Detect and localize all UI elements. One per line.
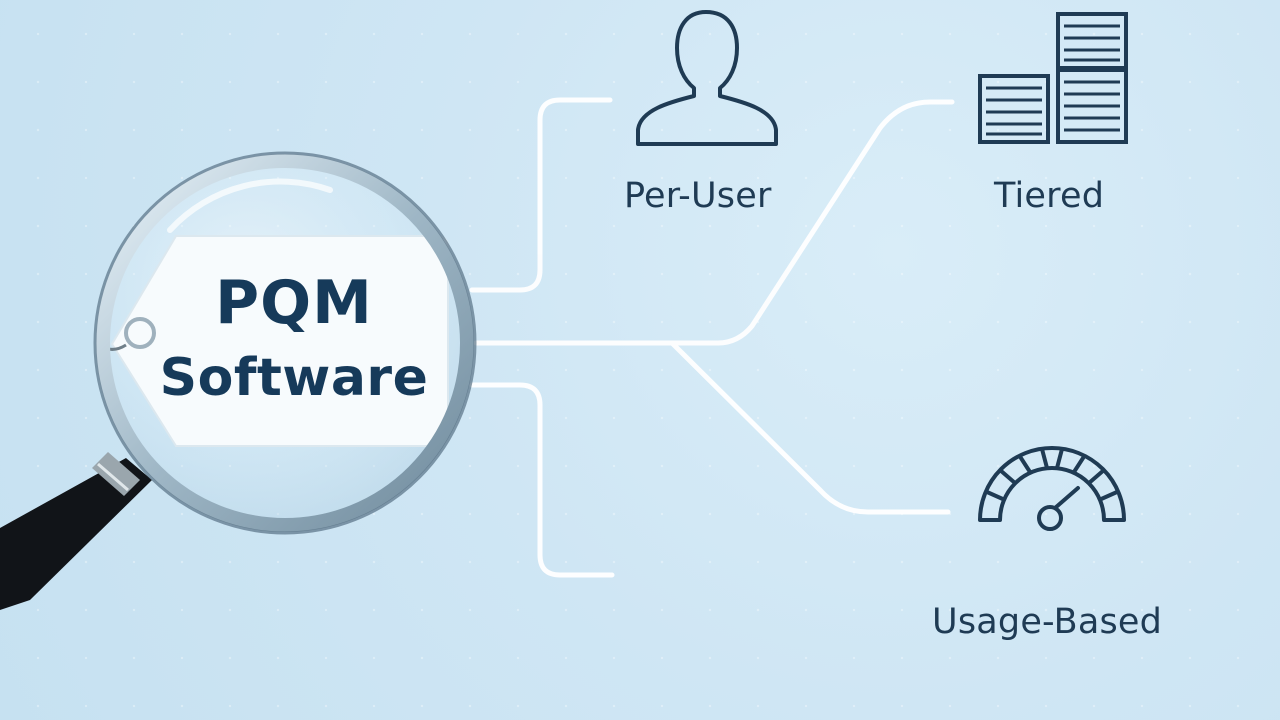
tag-hole (124, 317, 156, 349)
tag-title-line2: Software (159, 348, 429, 408)
connector-lines (469, 97, 955, 578)
stacked-tiers-icon (978, 12, 1128, 144)
user-icon (636, 10, 778, 146)
magnifier-lens (93, 151, 477, 535)
tag-title-line1: PQM (215, 268, 373, 338)
label-tiered: Tiered (994, 176, 1105, 216)
gauge-icon (978, 446, 1126, 531)
connector-tiered (669, 99, 955, 346)
label-per-user: Per-User (624, 176, 772, 216)
connector-top (469, 97, 613, 293)
connector-bottom (469, 382, 615, 578)
label-usage-based: Usage-Based (932, 602, 1163, 642)
magnifier-handle (0, 452, 152, 610)
connector-usage (669, 340, 951, 515)
